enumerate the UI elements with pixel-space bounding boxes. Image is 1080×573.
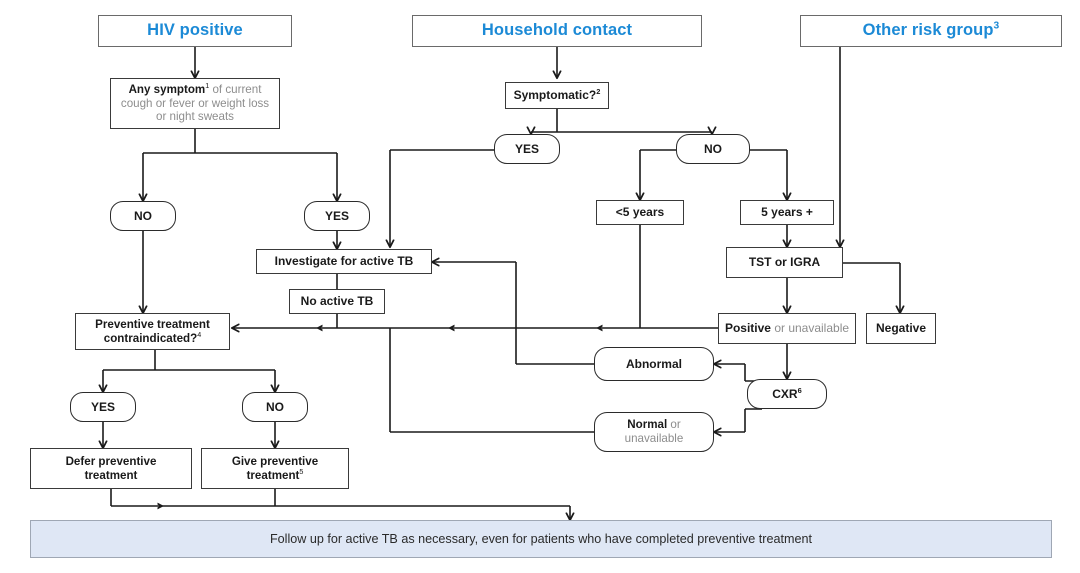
node-normal-bold: Normal [627, 418, 668, 432]
node-give-line2: treatment [246, 468, 300, 482]
node-symptomatic-footnote: 2 [596, 87, 601, 97]
node-cxr-footnote: 6 [797, 385, 802, 395]
node-normal-line2: unavailable [624, 432, 684, 445]
node-any-symptom-footnote: 1 [205, 81, 210, 91]
header-household-contact: Household contact [412, 15, 702, 47]
header-hiv-positive: HIV positive [98, 15, 292, 47]
header-hiv-positive-label: HIV positive [147, 21, 243, 40]
footer-follow-up-banner: Follow up for active TB as necessary, ev… [30, 520, 1052, 558]
node-positive-bold: Positive [724, 321, 771, 336]
node-hiv-yes: YES [304, 201, 370, 231]
node-investigate-active-tb-label: Investigate for active TB [274, 254, 414, 269]
node-household-yes-label: YES [514, 141, 539, 156]
header-other-risk-group-label: Other risk group [862, 21, 994, 40]
node-normal-rest: or [667, 418, 681, 432]
node-defer-line1: Defer preventive [65, 454, 157, 468]
node-contraindicated-no: NO [242, 392, 308, 422]
node-tst-or-igra-label: TST or IGRA [748, 255, 821, 270]
node-cxr-label: CXR [772, 386, 798, 401]
node-investigate-active-tb: Investigate for active TB [256, 249, 432, 274]
node-give-line1: Give preventive [231, 454, 319, 468]
node-hiv-no: NO [110, 201, 176, 231]
node-contraindicated-line1: Preventive treatment [95, 317, 210, 331]
node-abnormal-label: Abnormal [625, 356, 682, 371]
node-defer-line2: treatment [84, 468, 138, 482]
header-other-risk-group-footnote: 3 [993, 20, 1000, 32]
node-negative: Negative [866, 313, 936, 344]
node-under-5-years: <5 years [596, 200, 684, 225]
node-5-years-plus-label: 5 years + [761, 205, 813, 220]
node-hiv-yes-label: YES [324, 208, 349, 223]
node-any-symptom: Any symptom1 of current cough or fever o… [110, 78, 280, 129]
node-household-no-label: NO [704, 141, 722, 156]
node-under-5-years-label: <5 years [615, 205, 665, 220]
node-contraindicated-yes-label: YES [90, 399, 115, 414]
header-household-contact-label: Household contact [481, 21, 633, 40]
node-tst-or-igra: TST or IGRA [726, 247, 843, 278]
node-positive-rest: or unavailable [770, 321, 850, 336]
node-no-active-tb-label: No active TB [300, 294, 374, 309]
node-abnormal: Abnormal [594, 347, 714, 381]
node-contraindicated-line2: contraindicated? [103, 331, 198, 345]
node-negative-label: Negative [875, 321, 927, 336]
node-contraindicated-no-label: NO [266, 399, 284, 414]
node-no-active-tb: No active TB [289, 289, 385, 314]
header-other-risk-group: Other risk group3 [800, 15, 1062, 47]
node-contraindicated-footnote: 4 [197, 329, 202, 339]
node-5-years-plus: 5 years + [740, 200, 834, 225]
node-symptomatic: Symptomatic?2 [505, 82, 609, 109]
footer-follow-up-text: Follow up for active TB as necessary, ev… [269, 532, 813, 546]
node-positive-or-unavailable: Positive or unavailable [718, 313, 856, 344]
node-hiv-no-label: NO [134, 208, 152, 223]
node-contraindicated-yes: YES [70, 392, 136, 422]
node-give-footnote: 5 [299, 466, 304, 476]
node-any-symptom-bold: Any symptom [128, 82, 206, 96]
node-cxr: CXR6 [747, 379, 827, 409]
node-any-symptom-rest: of current cough or fever or weight loss… [120, 82, 270, 124]
node-household-yes: YES [494, 134, 560, 164]
node-symptomatic-label: Symptomatic? [513, 88, 597, 103]
node-household-no: NO [676, 134, 750, 164]
